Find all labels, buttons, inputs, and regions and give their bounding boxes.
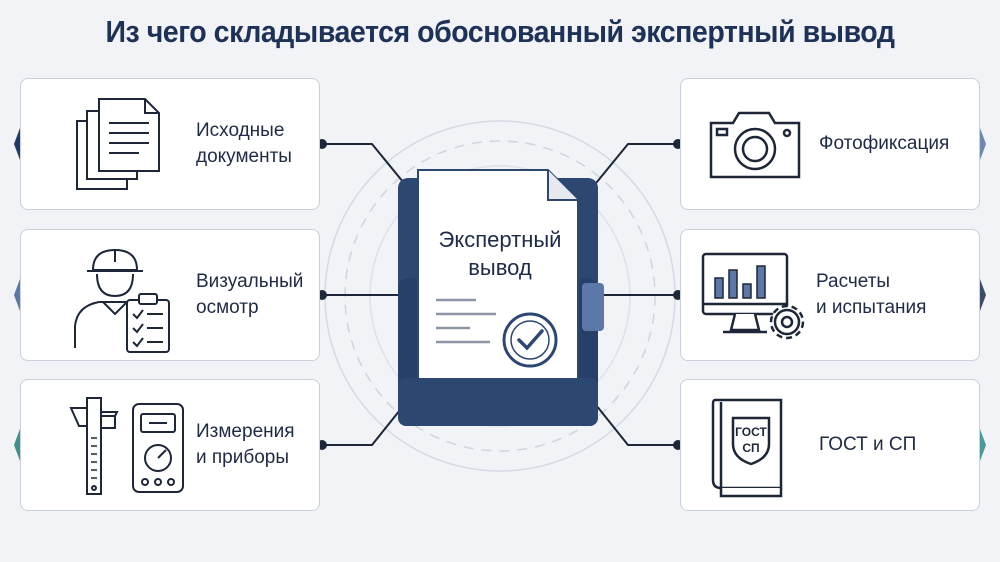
page-title: Из чего складывается обоснованный экспер…	[105, 14, 895, 49]
card-label-line-1: Визуальный	[196, 271, 304, 292]
card-label: Исходные документы	[196, 118, 346, 170]
monitor-chart-gear-icon	[701, 252, 805, 340]
card-calculations-tests[interactable]: Расчеты и испытания	[680, 229, 980, 361]
card-label-line-1: Исходные	[196, 120, 285, 141]
gost-label: ГОСТ	[735, 425, 767, 439]
card-label: Измерения и приборы	[196, 419, 346, 471]
documents-icon	[76, 98, 160, 190]
card-label-line-1: ГОСТ и СП	[819, 434, 917, 455]
card-label: Расчеты и испытания	[816, 269, 956, 321]
card-visual-inspection[interactable]: Визуальный осмотр	[20, 229, 320, 361]
card-label-line-1: Расчеты	[816, 271, 891, 292]
gost-book-icon: ГОСТ СП	[711, 398, 783, 498]
caliper-multimeter-icon	[69, 397, 184, 495]
card-measurements[interactable]: Измерения и приборы	[20, 379, 320, 511]
connectors	[322, 143, 678, 446]
center-title: Экспертный вывод	[420, 226, 580, 282]
card-label: ГОСТ и СП	[819, 432, 959, 458]
card-label-line-1: Измерения	[196, 421, 295, 442]
center-title-line-2: вывод	[468, 255, 532, 280]
card-source-documents[interactable]: Исходные документы	[20, 78, 320, 210]
center-folder-icon	[398, 169, 604, 426]
camera-icon	[709, 111, 801, 179]
center-title-line-1: Экспертный	[438, 227, 562, 252]
card-photo-recording[interactable]: Фотофиксация	[680, 78, 980, 210]
sp-label: СП	[742, 441, 759, 455]
card-label-line-2: и испытания	[816, 297, 927, 318]
connector-left-1	[322, 143, 409, 189]
connector-left-3	[322, 399, 409, 446]
card-label: Фотофиксация	[819, 131, 959, 157]
card-label: Визуальный осмотр	[196, 269, 346, 321]
connector-right-3	[591, 399, 678, 446]
card-label-line-1: Фотофиксация	[819, 133, 950, 154]
card-label-line-2: и приборы	[196, 447, 290, 468]
connector-right-1	[591, 143, 678, 189]
engineer-checklist-icon	[74, 248, 170, 353]
card-label-line-2: документы	[196, 146, 292, 167]
card-label-line-2: осмотр	[196, 297, 259, 318]
card-gost-sp[interactable]: ГОСТ СП ГОСТ и СП	[680, 379, 980, 511]
